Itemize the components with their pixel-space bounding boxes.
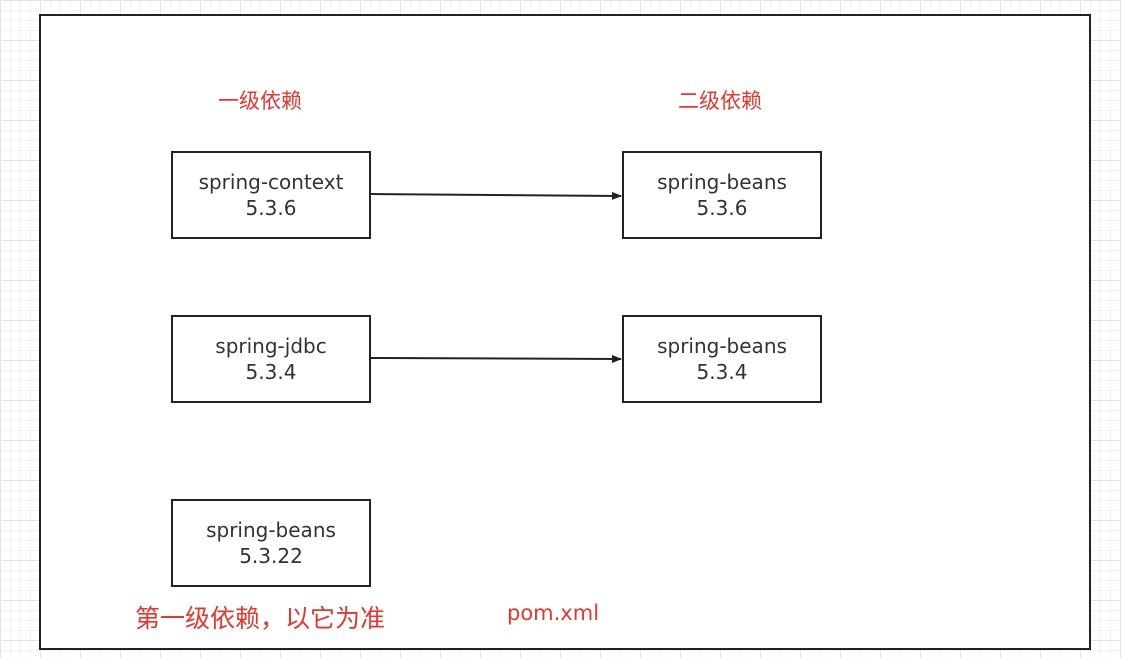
node-version: 5.3.6 xyxy=(245,196,297,220)
node-name: spring-beans xyxy=(206,518,336,542)
node-version: 5.3.4 xyxy=(245,360,297,384)
node-name: spring-beans xyxy=(657,334,787,358)
level2-label: 二级依赖 xyxy=(678,89,762,113)
node-name: spring-context xyxy=(198,170,344,194)
level1-label: 一级依赖 xyxy=(218,89,302,113)
node-spring-beans-534[interactable]: spring-beans 5.3.4 xyxy=(622,315,822,403)
node-name: spring-jdbc xyxy=(215,334,327,358)
node-version: 5.3.6 xyxy=(696,196,748,220)
node-spring-context[interactable]: spring-context 5.3.6 xyxy=(171,151,371,239)
node-spring-beans-536[interactable]: spring-beans 5.3.6 xyxy=(622,151,822,239)
node-spring-jdbc[interactable]: spring-jdbc 5.3.4 xyxy=(171,315,371,403)
node-version: 5.3.22 xyxy=(239,544,303,568)
node-spring-beans-5322[interactable]: spring-beans 5.3.22 xyxy=(171,499,371,587)
note-label: 第一级依赖，以它为准 xyxy=(135,604,386,633)
node-version: 5.3.4 xyxy=(696,360,748,384)
node-name: spring-beans xyxy=(657,170,787,194)
file-label: pom.xml xyxy=(507,601,600,625)
